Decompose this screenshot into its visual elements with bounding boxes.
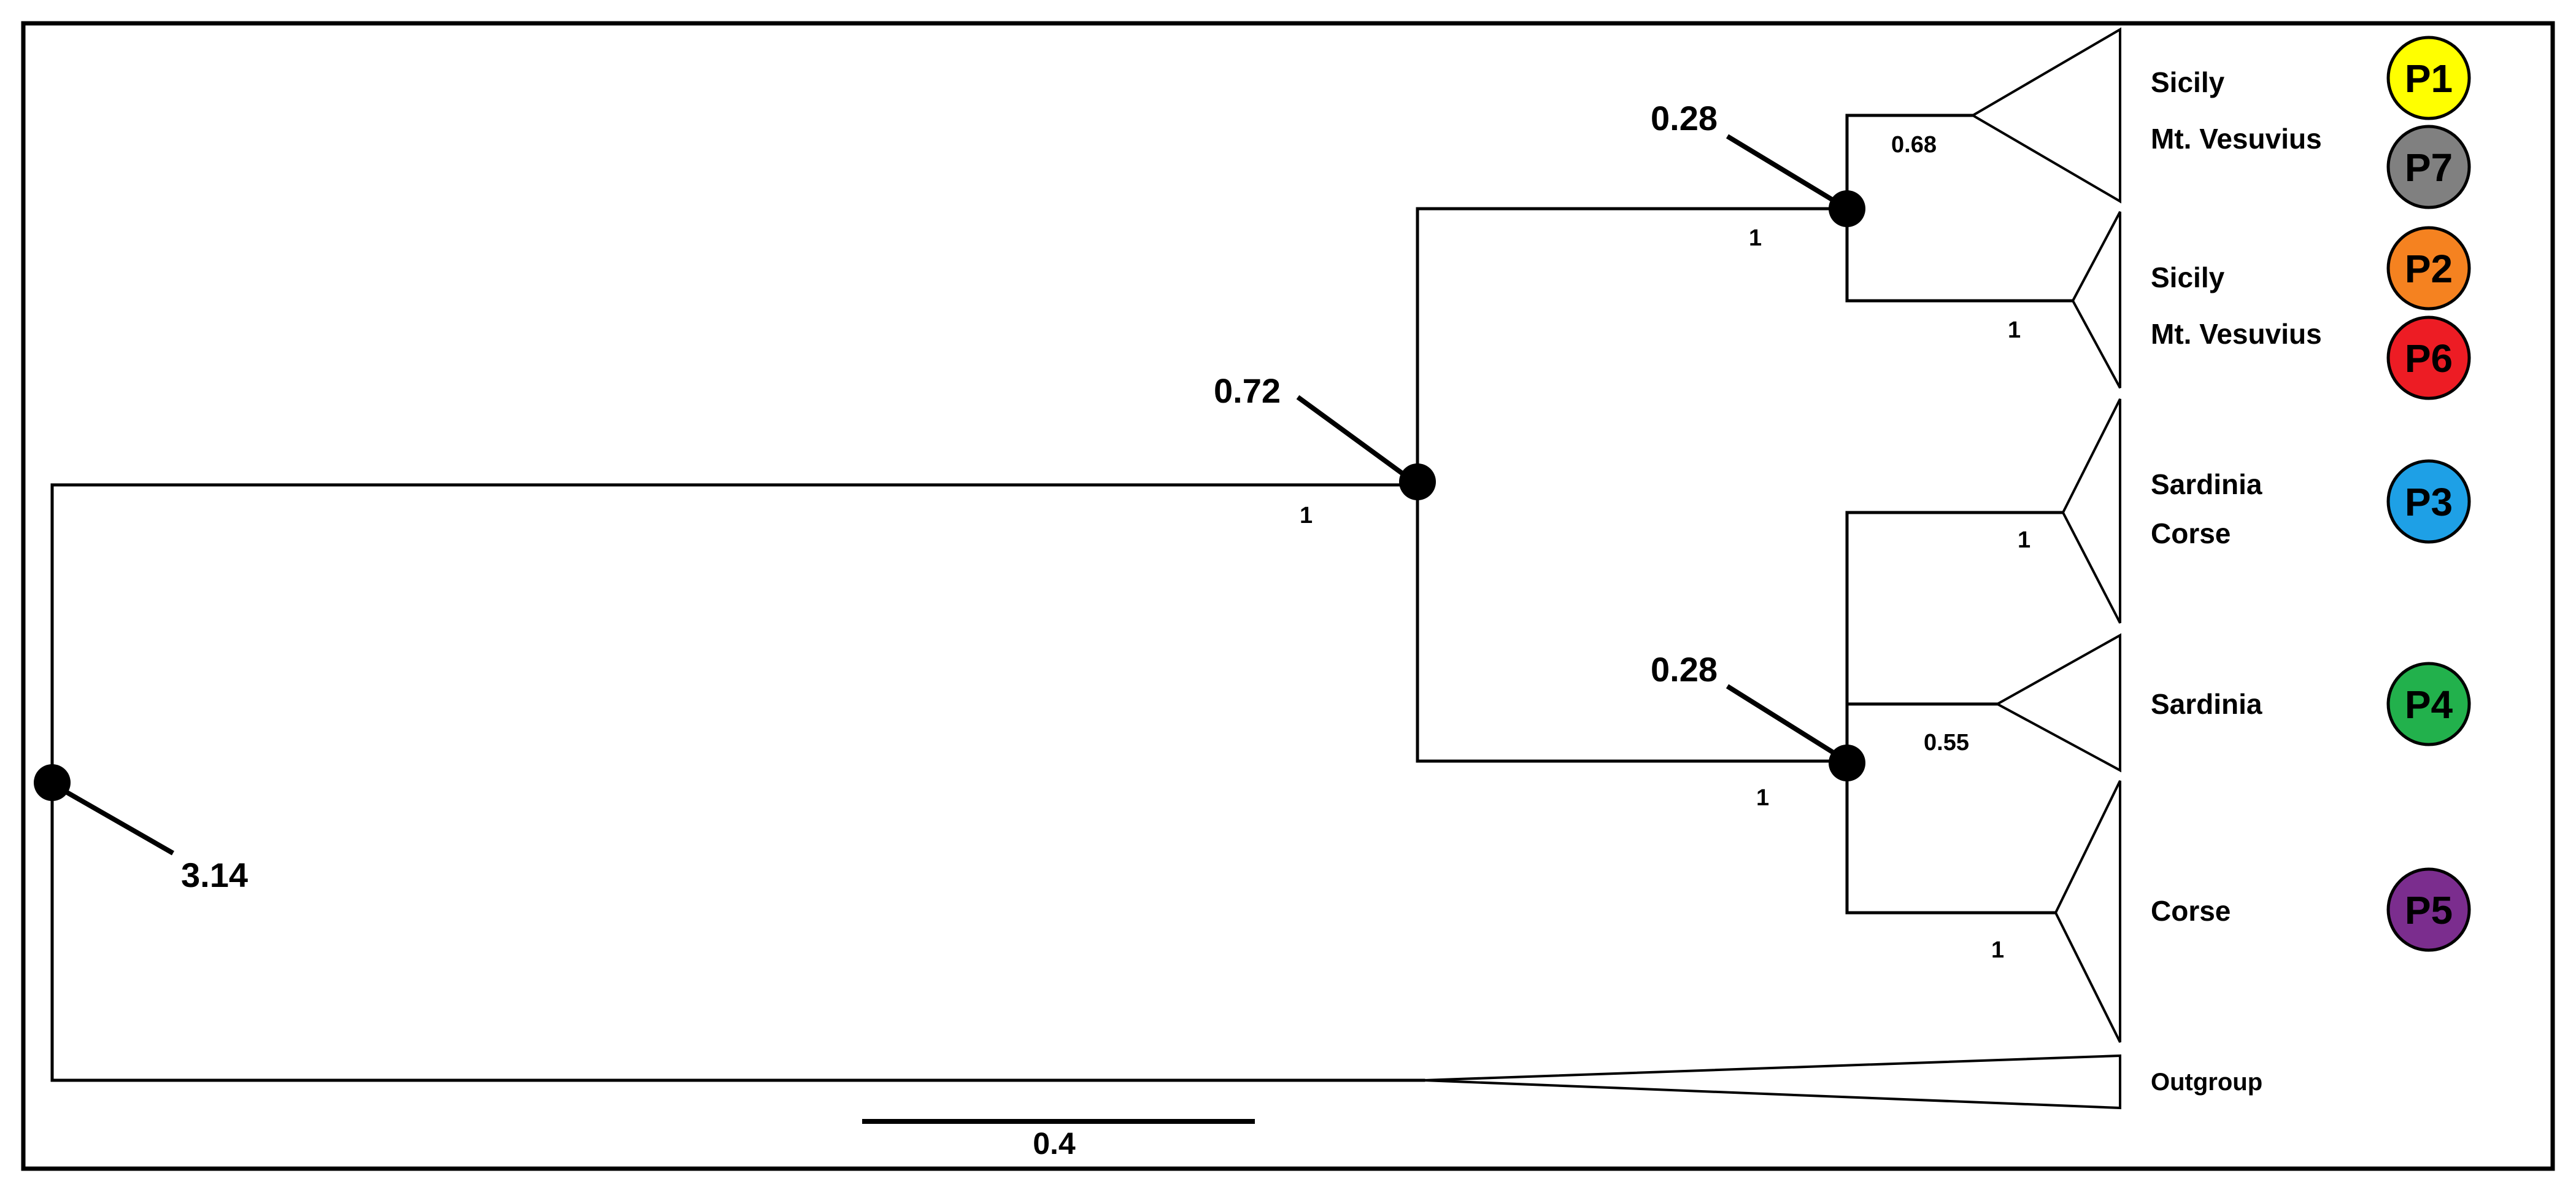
scale-bar-label: 0.4 <box>1033 1126 1076 1161</box>
population-circle-p6 <box>2386 315 2471 400</box>
population-label-p6: P6 <box>2405 336 2453 381</box>
p5-support: 1 <box>1991 937 2004 963</box>
population-label-p5: P5 <box>2405 888 2453 932</box>
population-label-p4: P4 <box>2405 683 2453 727</box>
upper-node-age-leader <box>1726 134 1844 208</box>
p2-p6-support: 1 <box>2008 317 2021 343</box>
lower-stem-support: 1 <box>1756 785 1769 811</box>
root-stem-support: 1 <box>1300 503 1313 528</box>
upper-stem-support: 1 <box>1749 225 1762 251</box>
root-node <box>34 764 71 801</box>
crown-node <box>1399 463 1436 500</box>
population-badge-p2: P2 <box>2386 226 2471 311</box>
crown-node-age: 0.72 <box>1214 371 1281 410</box>
root-age-leader <box>54 783 174 856</box>
outgroup-clade-triangle <box>1423 1054 2121 1110</box>
p2-p6-clade-triangle <box>2071 211 2121 389</box>
taxon-label-outgroup: Outgroup <box>2151 1069 2262 1096</box>
p4-clade-triangle <box>1994 633 2121 773</box>
p3-clade-triangle <box>2061 398 2121 624</box>
population-circle-p7 <box>2386 125 2471 209</box>
population-label-p2: P2 <box>2405 247 2453 291</box>
lower-node <box>1829 745 1865 781</box>
upper-node-age: 0.28 <box>1651 99 1718 137</box>
lower-node-age: 0.28 <box>1651 650 1718 689</box>
population-badge-p3: P3 <box>2386 459 2471 544</box>
lower-node-age-leader <box>1726 684 1844 760</box>
population-badge-p7: P7 <box>2386 125 2471 209</box>
root-node-age: 3.14 <box>181 856 248 894</box>
population-circle-p4 <box>2386 662 2471 746</box>
population-label-p1: P1 <box>2405 56 2453 101</box>
population-badge-p1: P1 <box>2386 36 2471 120</box>
population-circle-p2 <box>2386 226 2471 311</box>
p5-clade-triangle <box>2054 780 2121 1043</box>
p1-p7-clade-triangle <box>1970 27 2121 204</box>
population-label-p3: P3 <box>2405 480 2453 524</box>
population-circle-p5 <box>2386 867 2471 952</box>
taxon-label-sicily-p1: Sicily <box>2151 66 2225 98</box>
taxon-label-corse-p5: Corse <box>2151 895 2231 927</box>
upper-node <box>1829 190 1865 227</box>
crown-age-leader <box>1296 395 1413 482</box>
population-label-p7: P7 <box>2405 145 2453 190</box>
taxon-label-corse-p3: Corse <box>2151 517 2231 549</box>
figure-border <box>21 21 2555 1171</box>
taxon-label-sicily-p2: Sicily <box>2151 261 2225 293</box>
population-circle-p3 <box>2386 459 2471 544</box>
population-badge-p5: P5 <box>2386 867 2471 952</box>
p1-p7-support: 0.68 <box>1891 132 1937 158</box>
p3-support: 1 <box>2018 527 2030 553</box>
taxon-label-vesuvius-p6: Mt. Vesuvius <box>2151 318 2322 350</box>
p4-support: 0.55 <box>1924 730 1969 756</box>
population-badge-p6: P6 <box>2386 315 2471 400</box>
taxon-label-vesuvius-p7: Mt. Vesuvius <box>2151 123 2322 155</box>
population-badge-p4: P4 <box>2386 662 2471 746</box>
population-circle-p1 <box>2386 36 2471 120</box>
taxon-label-sardinia-p4: Sardinia <box>2151 688 2262 720</box>
taxon-label-sardinia-p3: Sardinia <box>2151 468 2262 500</box>
